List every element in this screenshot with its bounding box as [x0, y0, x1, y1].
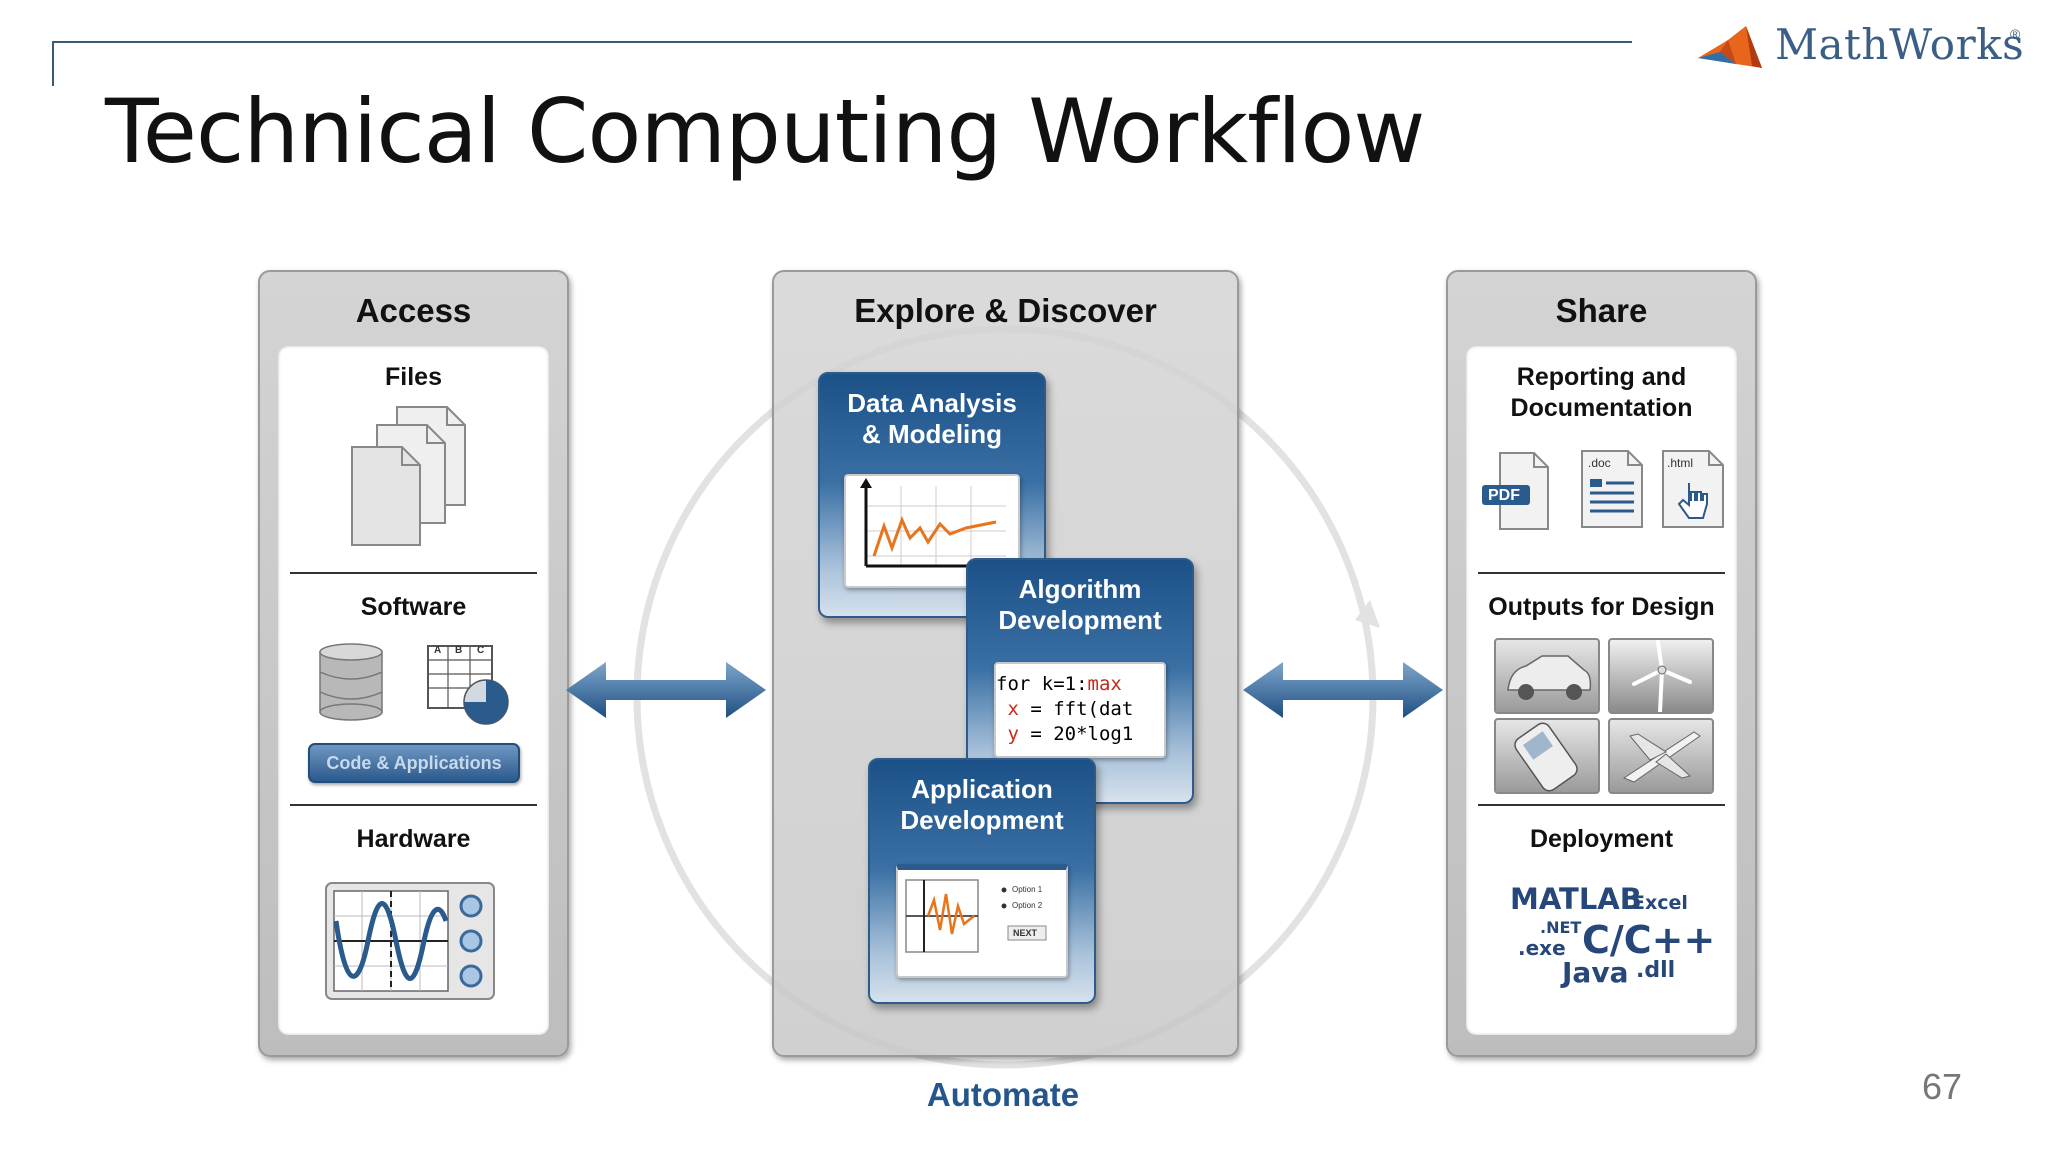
car-thumbnail	[1494, 638, 1600, 714]
algorithm-title: Algorithm Development	[968, 574, 1192, 636]
left-double-arrow	[566, 662, 766, 718]
application-title: Application Development	[870, 774, 1094, 836]
phone-thumbnail	[1494, 718, 1600, 794]
header-rule-tick	[52, 41, 54, 86]
excel-label: Excel	[1632, 892, 1688, 914]
wind-turbine-thumbnail	[1608, 638, 1714, 714]
membrane-logo-icon	[1698, 26, 1762, 68]
logo-text: MathWorks	[1775, 20, 2025, 69]
spreadsheet-header-b: B	[455, 645, 463, 656]
algorithm-line1: Algorithm	[1018, 574, 1142, 604]
cpp-label: C/C++	[1582, 918, 1716, 962]
logo-registered-mark: ®	[2010, 26, 2021, 42]
car-icon	[1507, 655, 1592, 700]
automate-label: Automate	[926, 1076, 1080, 1113]
code-line-1: for k=1:max	[996, 673, 1122, 695]
access-panel: Access Files Software	[258, 270, 569, 1057]
page-number: 67	[1922, 1066, 1963, 1107]
share-divider-2	[1478, 804, 1725, 806]
code-line-3: y = 20*log1	[1007, 723, 1134, 745]
option-2-label[interactable]: Option 2	[1012, 901, 1043, 910]
app-screen: Option 1 Option 2 NEXT	[896, 864, 1068, 978]
option-1-label[interactable]: Option 1	[1012, 885, 1043, 894]
application-line1: Application	[911, 774, 1053, 804]
deployment-label: Deployment	[1529, 825, 1674, 853]
airplane-thumbnail	[1608, 718, 1714, 794]
data-analysis-line2: & Modeling	[861, 419, 1003, 449]
code-line-2: x = fft(dat	[1007, 698, 1134, 720]
airplane-icon	[1622, 731, 1701, 783]
java-label: Java	[1562, 956, 1629, 989]
net-label: .NET	[1540, 918, 1582, 937]
access-divider-1	[290, 572, 537, 574]
dll-label: .dll	[1636, 958, 1676, 983]
code-applications-button[interactable]: Code & Applications	[308, 743, 520, 783]
matlab-label: MATLAB	[1510, 882, 1642, 916]
app-ui-icon	[905, 879, 1047, 953]
spreadsheet-header-c: C	[477, 645, 485, 656]
doc-label: .doc	[1588, 456, 1611, 470]
code-screen: for k=1:max x = fft(dat y = 20*log1	[994, 662, 1166, 758]
doc-file-icon	[1581, 450, 1643, 528]
right-double-arrow	[1243, 662, 1443, 718]
spreadsheet-header-a: A	[434, 645, 442, 656]
reporting-label: Reporting and Documentation	[1466, 362, 1737, 424]
spreadsheet-icon	[427, 645, 509, 725]
html-file-icon	[1662, 450, 1724, 528]
access-divider-2	[290, 804, 537, 806]
files-icon	[351, 406, 466, 546]
header-rule	[52, 41, 1632, 43]
wind-turbine-icon	[1632, 640, 1692, 712]
explore-title: Explore & Discover	[854, 292, 1157, 329]
next-button[interactable]: NEXT	[1013, 928, 1038, 938]
reporting-line1: Reporting and	[1516, 363, 1687, 391]
exe-label: .exe	[1518, 936, 1566, 960]
application-line2: Development	[900, 805, 1064, 835]
access-title: Access	[355, 292, 472, 329]
software-label: Software	[360, 593, 467, 621]
access-inner: Files Software	[278, 346, 549, 1035]
pdf-label: PDF	[1488, 487, 1520, 504]
phone-icon	[1514, 722, 1578, 792]
data-analysis-line1: Data Analysis	[847, 388, 1017, 418]
oscilloscope-icon	[325, 882, 495, 1000]
data-analysis-title: Data Analysis & Modeling	[820, 388, 1044, 450]
pdf-file-icon	[1482, 452, 1549, 530]
line-plot-icon	[860, 478, 1011, 568]
algorithm-line2: Development	[998, 605, 1162, 635]
share-divider-1	[1478, 572, 1725, 574]
html-label: .html	[1667, 456, 1694, 470]
share-inner: Reporting and Documentation PDF .doc .ht…	[1466, 346, 1737, 1035]
share-title: Share	[1555, 292, 1648, 329]
reporting-line2: Documentation	[1510, 394, 1693, 422]
database-icon	[319, 643, 383, 721]
share-panel: Share Reporting and Documentation PDF .d…	[1446, 270, 1757, 1057]
slide-title: Technical Computing Workflow	[105, 80, 1425, 183]
files-label: Files	[385, 363, 442, 391]
hardware-label: Hardware	[356, 825, 471, 853]
mathworks-logo: MathWorks ®	[1690, 18, 2024, 78]
application-card: Application Development Option 1 Option …	[868, 758, 1096, 1004]
outputs-label: Outputs for Design	[1488, 593, 1715, 621]
